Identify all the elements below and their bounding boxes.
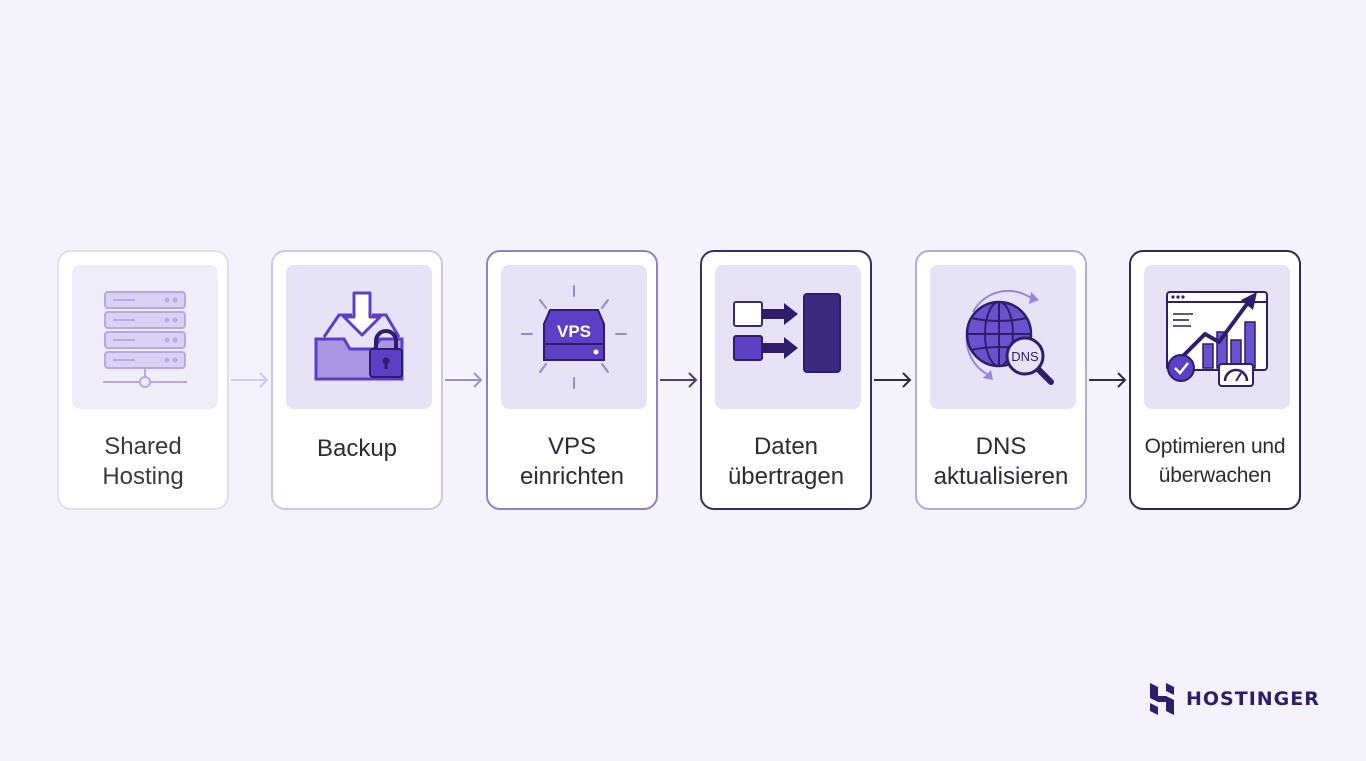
dns-badge: DNS: [1011, 349, 1039, 364]
backup-download-lock-icon: [314, 291, 404, 381]
hostinger-h-icon: [1150, 683, 1174, 715]
step-optimize-monitor: Optimieren und überwachen: [1129, 250, 1301, 510]
step-icon-box: VPS: [501, 265, 647, 409]
hostinger-logo: HOSTINGER: [1148, 683, 1320, 715]
vps-server-icon: VPS: [521, 285, 627, 389]
server-rack-icon: [103, 291, 187, 388]
step-icon-box: DNS: [930, 265, 1076, 409]
arrow-right-icon: [874, 372, 912, 388]
step-shared-hosting: Shared Hosting: [57, 250, 229, 510]
step-label: DNS aktualisieren: [933, 433, 1069, 490]
step-label: VPS einrichten: [519, 433, 625, 490]
arrow-right-icon: [1089, 372, 1127, 388]
monitoring-dashboard-icon: [1166, 291, 1268, 387]
step-label: Shared Hosting: [102, 433, 184, 490]
arrow-right-icon: [445, 372, 483, 388]
arrow-right-icon: [660, 372, 698, 388]
arrow-right-icon: [231, 372, 269, 388]
brand-name: HOSTINGER: [1186, 688, 1320, 710]
dns-globe-icon: DNS: [965, 289, 1054, 385]
step-label: Daten übertragen: [727, 433, 845, 490]
step-icon-box: [286, 265, 432, 409]
data-transfer-icon: [733, 293, 841, 373]
step-dns-update: DNS DNS aktualisieren: [915, 250, 1087, 510]
vps-badge: VPS: [557, 322, 591, 341]
step-label: Backup: [316, 435, 398, 462]
step-icon-box: [715, 265, 861, 409]
step-backup: Backup: [271, 250, 443, 510]
step-label: Optimieren und überwachen: [1144, 435, 1286, 487]
step-vps-setup: VPS VPS einrichten: [486, 250, 658, 510]
step-icon-box: [72, 265, 218, 409]
step-icon-box: [1144, 265, 1290, 409]
step-data-transfer: Daten übertragen: [700, 250, 872, 510]
